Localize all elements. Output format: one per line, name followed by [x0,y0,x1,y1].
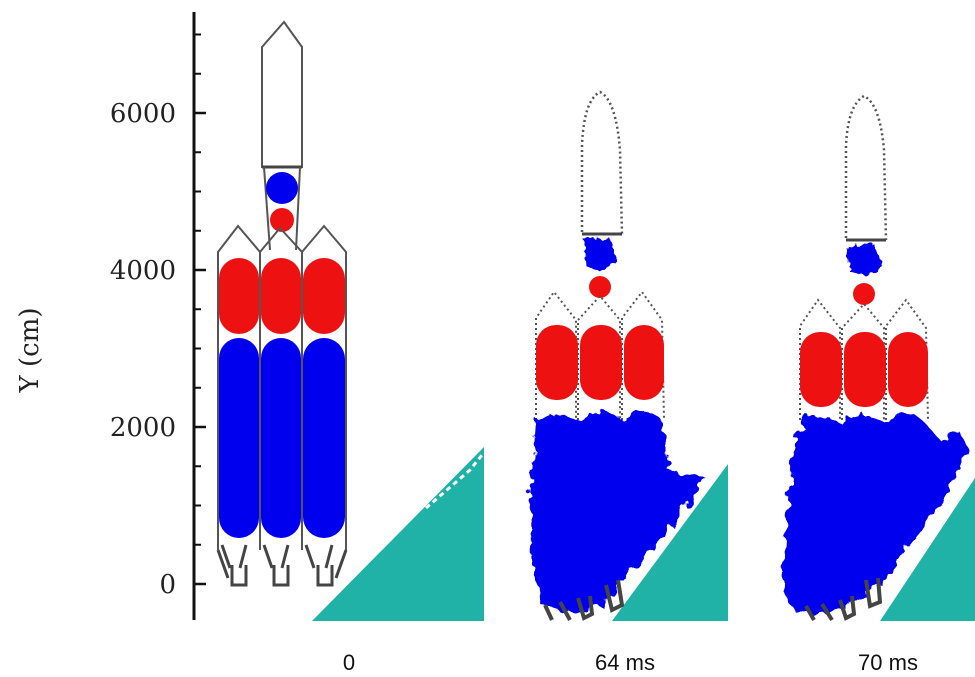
rocket-panel-1 [216,20,348,587]
red-tank-left [536,325,578,400]
upper-red-tank [589,276,611,298]
engine-section [216,544,348,587]
rocket-panel-3 [782,94,968,622]
y-tick-label: 4000 [110,256,176,286]
strut-right [295,166,301,251]
blue-fuel-spray [782,415,968,614]
ground-edge-markers [425,454,484,510]
red-tank-core [844,332,886,407]
red-tank-left [800,332,842,407]
panel-label-64ms: 64 ms [595,650,655,675]
upper-blue-tank [266,172,298,204]
engine-debris [804,577,883,622]
red-tank-right [888,332,928,407]
y-tick-label: 2000 [110,413,176,443]
engine-debris [543,579,625,621]
fairing-outline [580,90,624,235]
rocket-panel-2 [530,90,706,621]
strut-left [263,166,271,251]
ground-wedge [312,447,484,621]
blue-fuel-spray [530,411,706,615]
ground-panel-3 [880,478,975,621]
blue-tank-left [219,338,259,538]
fairing-outline [261,20,303,168]
fairing-outline [844,94,888,241]
y-tick-label: 6000 [110,99,176,129]
upper-blue-tank [584,238,618,272]
red-tank-core [580,325,622,400]
ground-panel-2 [612,464,728,621]
upper-blue-tank [848,244,882,276]
red-tank-right [624,325,664,400]
panel-label-70ms: 70 ms [858,650,918,675]
upper-red-tank [270,208,294,232]
upper-red-tank [853,283,875,305]
red-tank-right [303,258,345,334]
y-tick-label: 0 [159,570,176,600]
blue-tank-right [303,338,345,538]
booster-right-outline [301,224,347,550]
ground-wedge [880,478,975,621]
ground-panel-1 [312,447,484,621]
red-tank-core [261,258,301,334]
ground-wedge [612,464,728,621]
y-axis-title: Y (cm) [15,308,45,394]
panel-label-initial: 0 [343,650,355,675]
blue-tank-core [261,338,301,538]
y-ticks: 0 2000 4000 6000 [110,33,206,600]
red-tank-left [219,258,259,334]
y-axis: 0 2000 4000 6000 Y (cm) [15,12,206,620]
